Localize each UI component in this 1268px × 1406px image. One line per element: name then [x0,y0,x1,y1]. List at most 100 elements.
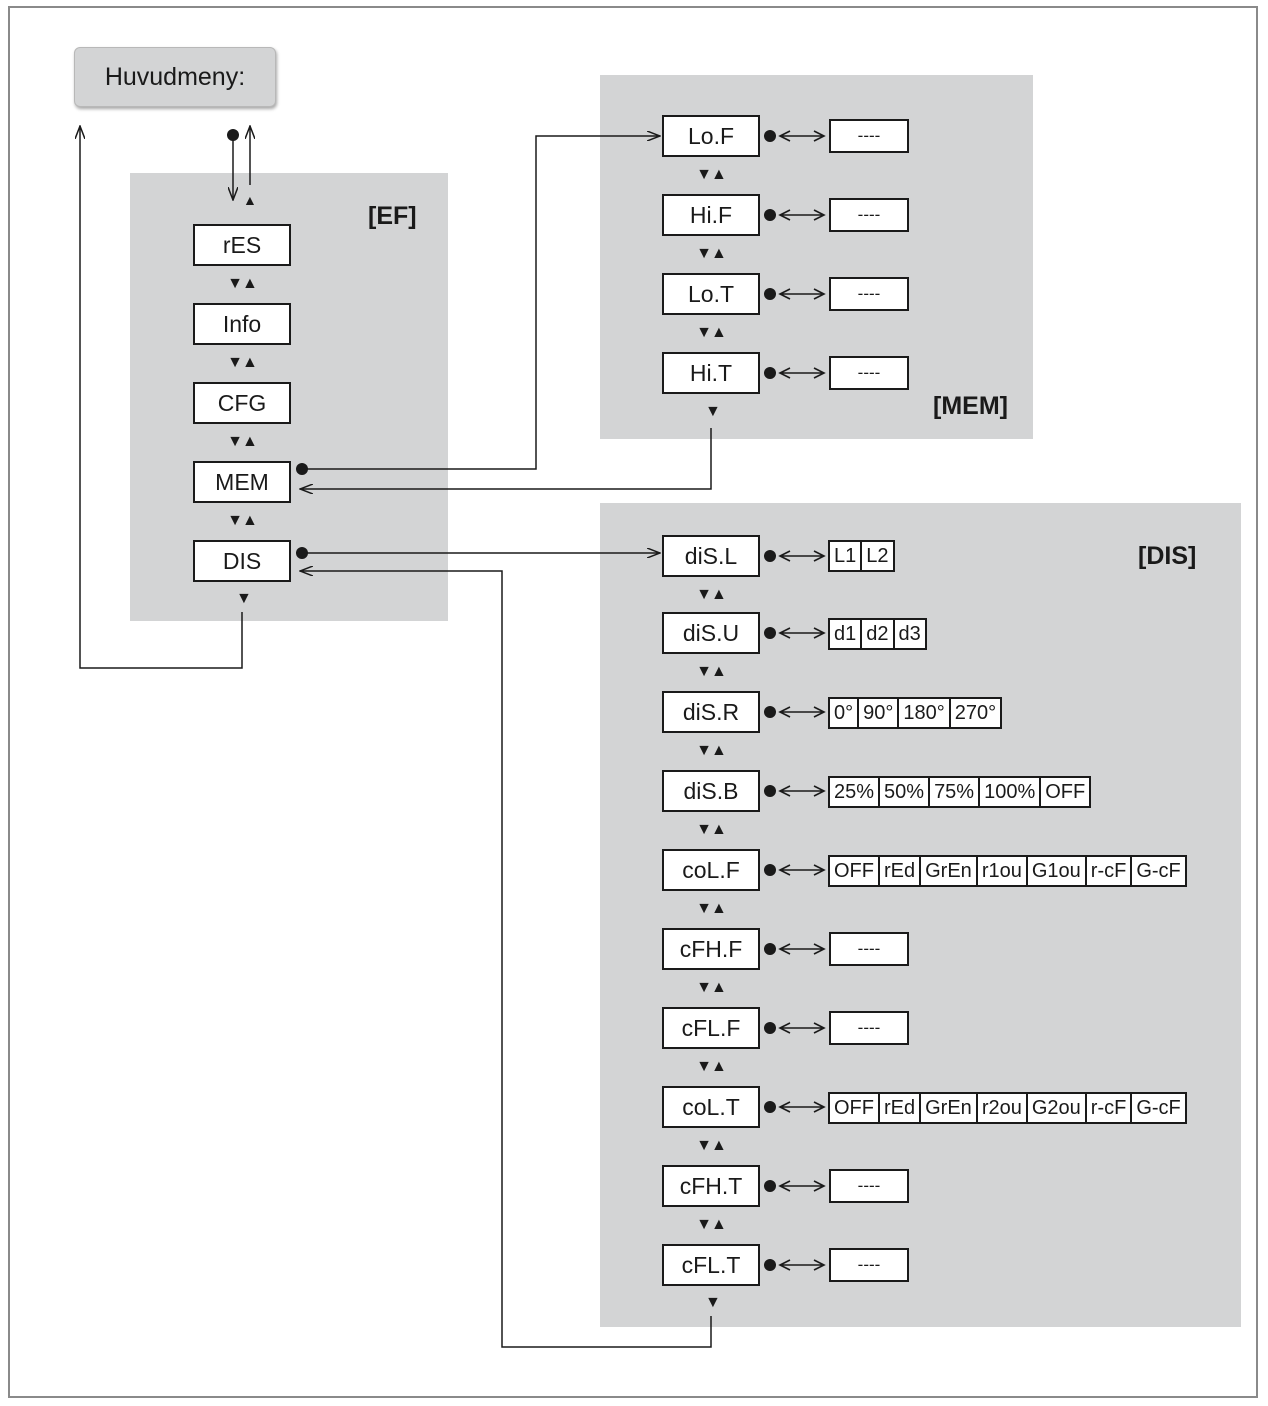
mem-panel-label: [MEM] [933,392,1008,420]
bidirectional-arrow-icon [778,627,826,639]
option[interactable]: 90° [857,699,897,727]
option[interactable]: 0° [834,701,854,724]
updown-arrows: ▼▲ [227,512,258,529]
option[interactable]: 270° [948,699,1000,727]
updown-arrows: ▼▲ [696,324,727,341]
connector-dot [764,288,776,300]
dis-item-cfh-t[interactable]: cFH.T [662,1165,760,1207]
option[interactable]: d2 [860,620,892,648]
bidirectional-arrow-icon [778,1022,826,1034]
bidirectional-arrow-icon [778,1180,826,1192]
option[interactable]: r-cF [1084,857,1131,885]
option[interactable]: rEd [878,1094,919,1122]
dis-item-dis-l[interactable]: diS.L [662,535,760,577]
option[interactable]: 100% [978,778,1039,806]
updown-arrows: ▼▲ [696,245,727,262]
mem-value-lo-t: ---- [829,277,909,311]
option[interactable]: G-cF [1130,857,1184,885]
col-f-options: OFF rEd GrEn r1ou G1ou r-cF G-cF [828,855,1187,887]
option[interactable]: 75% [928,778,978,806]
ef-item-info[interactable]: Info [193,303,291,345]
dis-l-options: L1 L2 [828,540,895,572]
updown-arrows: ▼▲ [227,354,258,371]
cfl-t-value: ---- [829,1248,909,1282]
dis-item-cfl-t[interactable]: cFL.T [662,1244,760,1286]
option[interactable]: r1ou [975,857,1026,885]
cfh-f-value: ---- [829,932,909,966]
mem-value-hi-f: ---- [829,198,909,232]
dis-item-dis-r[interactable]: diS.R [662,691,760,733]
col-t-options: OFF rEd GrEn r2ou G2ou r-cF G-cF [828,1092,1187,1124]
updown-arrows: ▼▲ [227,275,258,292]
bidirectional-arrow-icon [778,1259,826,1271]
bidirectional-arrow-icon [778,367,826,379]
option[interactable]: r-cF [1084,1094,1131,1122]
dis-item-col-t[interactable]: coL.T [662,1086,760,1128]
ef-panel-label: [EF] [368,202,417,230]
updown-arrows: ▼▲ [696,1058,727,1075]
diagram-frame [8,6,1258,1398]
connector-dot [764,864,776,876]
cfh-t-value: ---- [829,1169,909,1203]
bidirectional-arrow-icon [778,550,826,562]
option[interactable]: d1 [834,622,857,645]
dis-item-dis-u[interactable]: diS.U [662,612,760,654]
dis-item-cfl-f[interactable]: cFL.F [662,1007,760,1049]
down-arrow: ▼ [236,590,252,607]
bidirectional-arrow-icon [778,130,826,142]
updown-arrows: ▼▲ [696,900,727,917]
mem-item-lo-f[interactable]: Lo.F [662,115,760,157]
bidirectional-arrow-icon [778,943,826,955]
option[interactable]: OFF [834,1096,874,1119]
updown-arrows: ▼▲ [696,979,727,996]
ef-item-mem[interactable]: MEM [193,461,291,503]
connector-dot [764,1101,776,1113]
option[interactable]: d3 [892,620,925,648]
option[interactable]: OFF [834,859,874,882]
connector-dot [764,1259,776,1271]
option[interactable]: 25% [834,780,875,803]
cfl-f-value: ---- [829,1011,909,1045]
mem-item-hi-t[interactable]: Hi.T [662,352,760,394]
option[interactable]: rEd [878,857,919,885]
updown-arrows: ▼▲ [227,433,258,450]
ef-item-res[interactable]: rES [193,224,291,266]
mem-value-hi-t: ---- [829,356,909,390]
connector-dot [764,367,776,379]
option[interactable]: GrEn [919,857,976,885]
option[interactable]: G2ou [1025,1094,1085,1122]
option[interactable]: OFF [1039,778,1089,806]
bidirectional-arrow-icon [778,288,826,300]
updown-arrows: ▼▲ [696,1216,727,1233]
dis-panel-label: [DIS] [1138,542,1197,570]
dis-item-cfh-f[interactable]: cFH.F [662,928,760,970]
down-arrow: ▼ [705,1294,721,1311]
connector-dot [764,209,776,221]
bidirectional-arrow-icon [778,706,826,718]
connector-dot [764,1022,776,1034]
updown-arrows: ▼▲ [696,586,727,603]
dis-item-dis-b[interactable]: diS.B [662,770,760,812]
dis-item-col-f[interactable]: coL.F [662,849,760,891]
option[interactable]: 180° [897,699,948,727]
mem-item-lo-t[interactable]: Lo.T [662,273,760,315]
bidirectional-arrow-icon [778,864,826,876]
updown-arrows: ▼▲ [696,663,727,680]
updown-arrows: ▼▲ [696,166,727,183]
option[interactable]: L2 [860,542,892,570]
option[interactable]: L1 [834,544,857,567]
ef-item-cfg[interactable]: CFG [193,382,291,424]
option[interactable]: G-cF [1130,1094,1184,1122]
option[interactable]: G1ou [1025,857,1085,885]
option[interactable]: GrEn [919,1094,976,1122]
up-arrow-marker: ▲ [243,192,257,208]
main-menu-header[interactable]: Huvudmeny: [74,47,276,107]
mem-item-hi-f[interactable]: Hi.F [662,194,760,236]
option[interactable]: r2ou [975,1094,1026,1122]
option[interactable]: 50% [878,778,928,806]
bidirectional-arrow-icon [778,785,826,797]
dis-b-options: 25% 50% 75% 100% OFF [828,776,1092,808]
ef-item-dis[interactable]: DIS [193,540,291,582]
bidirectional-arrow-icon [778,1101,826,1113]
